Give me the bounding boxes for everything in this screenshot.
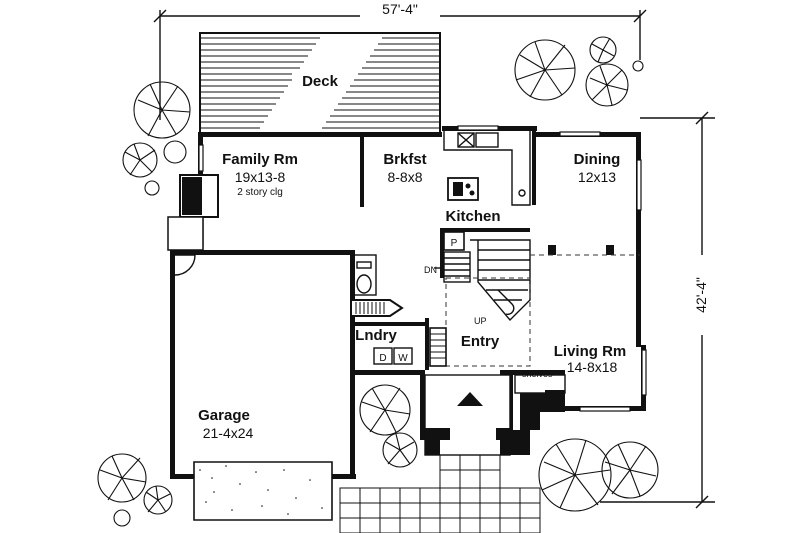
kitchen-counters (443, 131, 531, 206)
living-room-size: 14-8x18 (567, 359, 618, 375)
family-room-label: Family Rm (222, 151, 298, 168)
pantry (443, 231, 465, 251)
washer (393, 347, 413, 365)
staircase (443, 239, 531, 322)
garage-label: Garage (198, 407, 250, 424)
front-porch (424, 374, 511, 456)
kitchen-island (447, 177, 479, 201)
family-room-note: 2 story clg (237, 187, 283, 198)
laundry-label: Lndry (355, 327, 397, 344)
shelves-label: shelves (522, 369, 553, 379)
fireplace (167, 174, 219, 251)
powder-room (351, 254, 404, 317)
width-dimension-label: 57'-4" (382, 1, 418, 17)
dining-size: 12x13 (578, 169, 616, 185)
closet (429, 327, 447, 367)
breakfast-size: 8-8x8 (387, 169, 422, 185)
living-room-label: Living Rm (554, 343, 627, 360)
garage-door-swing (174, 254, 196, 276)
deck-label: Deck (302, 73, 339, 90)
stairs-down-label: DN (424, 265, 437, 275)
washer-label: W (398, 353, 408, 364)
walkway (339, 454, 541, 533)
garage-size: 21-4x24 (203, 425, 254, 441)
dryer (373, 347, 393, 365)
landscape-trees (97, 36, 659, 527)
entry-open-area (445, 277, 531, 367)
entry-label: Entry (461, 333, 500, 350)
living-fireplace (500, 374, 566, 455)
pantry-label: P (451, 238, 458, 249)
family-room-size: 19x13-8 (235, 169, 286, 185)
kitchen-label: Kitchen (445, 208, 500, 225)
breakfast-label: Brkfst (383, 151, 426, 168)
depth-dimension-label: 42'-4" (693, 277, 709, 313)
driveway (193, 461, 333, 521)
dining-label: Dining (574, 151, 621, 168)
dryer-label: D (379, 353, 386, 364)
stairs-up-label: UP (474, 316, 487, 326)
